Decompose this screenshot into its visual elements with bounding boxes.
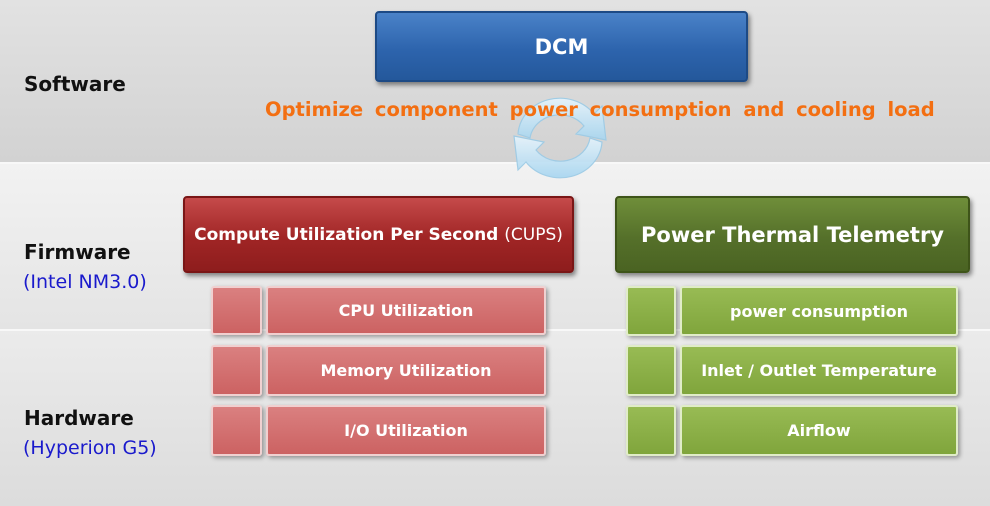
metric-label: power consumption [730, 301, 908, 321]
cups-abbr: (CUPS) [504, 224, 563, 245]
io-utilization-box: I/O Utilization [266, 405, 546, 456]
telemetry-metric-marker [626, 286, 676, 336]
cups-metric-marker [211, 345, 262, 396]
firmware-layer-label: Firmware [24, 240, 131, 264]
metric-label: Memory Utilization [320, 361, 492, 380]
cycle-arrows-icon [513, 97, 607, 179]
hardware-sublabel: (Hyperion G5) [23, 437, 157, 459]
telemetry-metric-marker [626, 405, 676, 456]
metric-label: I/O Utilization [344, 421, 468, 440]
hardware-layer-label: Hardware [24, 406, 134, 430]
ptt-label: Power Thermal Telemetry [641, 222, 944, 247]
cpu-utilization-box: CPU Utilization [266, 286, 546, 335]
band-divider [0, 162, 990, 164]
airflow-box: Airflow [680, 405, 958, 456]
cups-metric-marker [211, 286, 262, 335]
power-thermal-telemetry-box: Power Thermal Telemetry [615, 196, 970, 273]
dcm-box: DCM [375, 11, 748, 82]
telemetry-metric-marker [626, 345, 676, 396]
cups-box: Compute Utilization Per Second (CUPS) [183, 196, 574, 273]
dcm-label: DCM [534, 34, 589, 59]
inlet-outlet-temperature-box: Inlet / Outlet Temperature [680, 345, 958, 396]
metric-label: Inlet / Outlet Temperature [701, 361, 937, 380]
optimization-goal-text: Optimize component power consumption and… [265, 98, 935, 121]
firmware-sublabel: (Intel NM3.0) [23, 271, 147, 293]
software-layer-label: Software [24, 72, 126, 96]
power-consumption-box: power consumption [680, 286, 958, 336]
cups-metric-marker [211, 405, 262, 456]
metric-label: Airflow [787, 421, 851, 440]
memory-utilization-box: Memory Utilization [266, 345, 546, 396]
cups-label: Compute Utilization Per Second [194, 224, 499, 245]
metric-label: CPU Utilization [338, 301, 474, 320]
